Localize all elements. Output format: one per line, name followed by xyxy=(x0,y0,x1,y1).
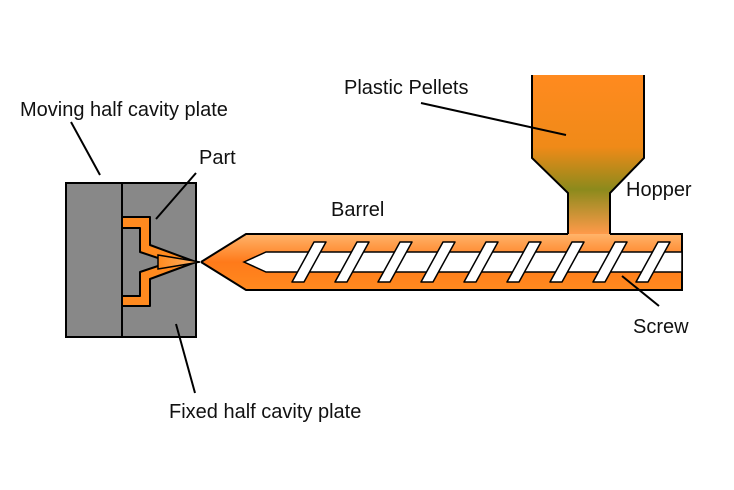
leader-lines xyxy=(70,102,660,394)
screw-flight xyxy=(635,241,671,283)
screw-flights xyxy=(291,241,671,283)
label-fixed-half-cavity-plate: Fixed half cavity plate xyxy=(169,401,361,423)
screw-flight xyxy=(334,241,370,283)
leader-screw xyxy=(621,275,660,307)
hopper-outline xyxy=(531,75,645,234)
sprue xyxy=(157,254,201,270)
screw-flight xyxy=(506,241,542,283)
label-part: Part xyxy=(199,147,236,169)
screw xyxy=(242,241,683,283)
moving-half-cavity-plate xyxy=(65,182,123,338)
leader-part xyxy=(155,172,197,220)
hopper-body xyxy=(532,75,644,234)
screw-flight xyxy=(291,241,327,283)
mold xyxy=(65,182,201,338)
screw-flight xyxy=(420,241,456,283)
screw-flight xyxy=(377,241,413,283)
screw-flight xyxy=(549,241,585,283)
molded-part xyxy=(121,216,197,307)
label-screw: Screw xyxy=(633,316,689,338)
label-plastic-pellets: Plastic Pellets xyxy=(344,77,469,99)
hopper xyxy=(531,75,645,234)
label-moving-half-cavity-plate: Moving half cavity plate xyxy=(20,99,228,121)
leader-fixed-plate xyxy=(175,323,196,394)
label-barrel: Barrel xyxy=(331,199,384,221)
leader-plastic-pellets xyxy=(420,102,567,136)
screw-flight xyxy=(463,241,499,283)
leader-moving-plate xyxy=(70,121,101,176)
label-hopper: Hopper xyxy=(626,179,692,201)
barrel-outline xyxy=(200,233,683,291)
screw-flight xyxy=(592,241,628,283)
